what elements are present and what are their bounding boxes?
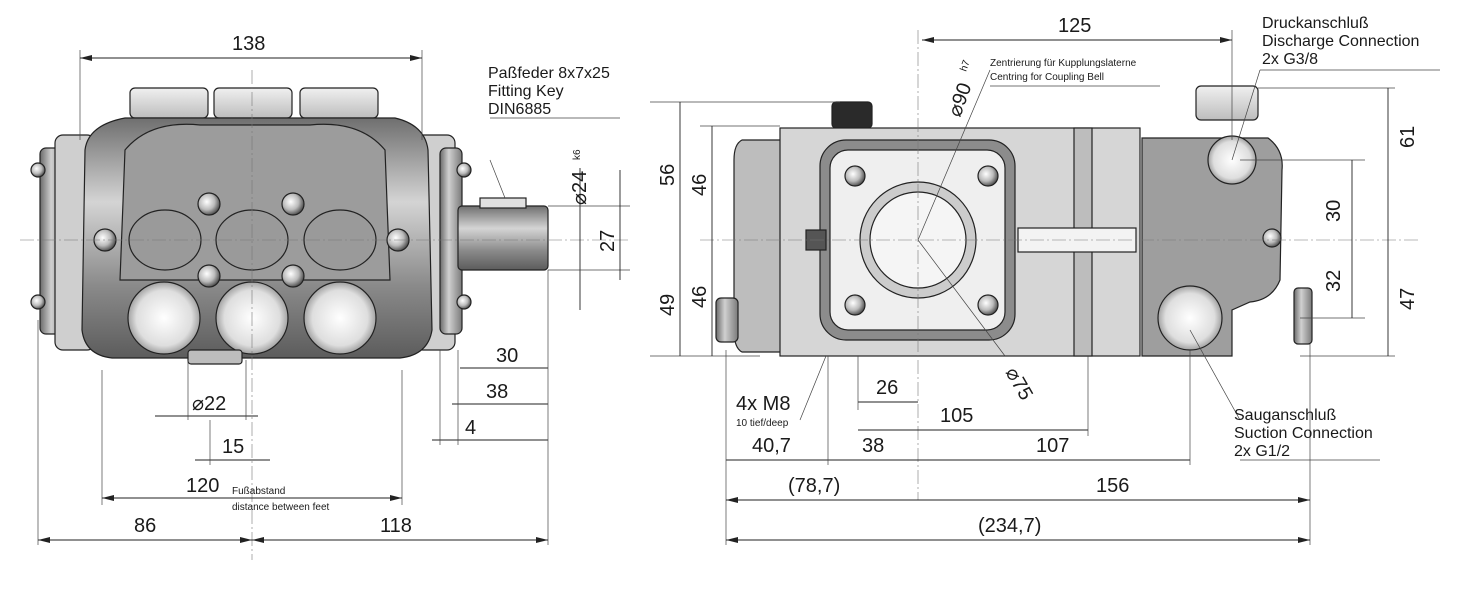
- discharge-size: 2x G3/8: [1262, 51, 1318, 68]
- oil-dipstick: [831, 101, 873, 129]
- feet-distance-120: 120: [186, 475, 219, 497]
- shaft-diameter: ⌀24: [569, 171, 591, 205]
- dim-156: 156: [1096, 475, 1129, 497]
- suction-port: [1157, 285, 1223, 351]
- front-dimensions: [37, 50, 630, 545]
- bolt-left-lower: [30, 294, 46, 310]
- thread-depth: 10 tief/deep: [736, 418, 789, 429]
- shaft-len-38: 38: [486, 381, 508, 403]
- bolt-left-upper: [30, 162, 46, 178]
- side-dimensions: [650, 30, 1440, 545]
- screw-3: [197, 264, 221, 288]
- screw-1: [197, 192, 221, 216]
- left-offset-86: 86: [134, 515, 156, 537]
- suction-label-de: Sauganschluß: [1234, 407, 1337, 424]
- inlet-diameter: ⌀22: [192, 393, 226, 415]
- key-label-de: Paßfeder 8x7x25: [488, 65, 610, 82]
- shaft-len-4: 4: [465, 417, 476, 439]
- shaft-height-27: 27: [597, 230, 619, 252]
- flange-bolt-4: [977, 294, 999, 316]
- top-bolt-1: [129, 87, 209, 119]
- side-view: [700, 30, 1420, 500]
- dim-56: 56: [657, 164, 679, 186]
- discharge-label-en: Discharge Connection: [1262, 33, 1419, 50]
- flange-diameter: ⌀75: [1001, 364, 1037, 405]
- suction-port-1: [127, 281, 201, 355]
- thread-label: 4x M8: [736, 393, 790, 415]
- flange-bolt-3: [844, 294, 866, 316]
- dim-46-lower: 46: [689, 286, 711, 308]
- screw-2: [281, 192, 305, 216]
- dim-78-7: (78,7): [788, 475, 840, 497]
- discharge-label-de: Druckanschluß: [1262, 15, 1369, 32]
- side-small-port: [1262, 228, 1282, 248]
- dim-40-7: 40,7: [752, 435, 791, 457]
- suction-label-en: Suction Connection: [1234, 425, 1373, 442]
- feet-label-en: distance between feet: [232, 502, 330, 513]
- foot-pad: [187, 349, 243, 365]
- dim-105: 105: [940, 405, 973, 427]
- centering-tolerance: h7: [958, 58, 972, 73]
- feet-label-de: Fußabstand: [232, 486, 285, 497]
- screw-4: [281, 264, 305, 288]
- right-bolt: [1293, 287, 1313, 345]
- right-offset-118: 118: [380, 515, 412, 537]
- centering-label-de: Zentrierung für Kupplungslaterne: [990, 58, 1137, 69]
- dim-32: 32: [1323, 270, 1345, 292]
- key-label-en: Fitting Key: [488, 83, 564, 100]
- shaft-len-30: 30: [496, 345, 518, 367]
- dim-61: 61: [1397, 126, 1419, 148]
- side-length-125: 125: [1058, 15, 1091, 37]
- flange-bolt-1: [844, 165, 866, 187]
- dim-46-upper: 46: [689, 174, 711, 196]
- top-bolt-2: [213, 87, 293, 119]
- bolt-right-lower: [456, 294, 472, 310]
- dim-107: 107: [1036, 435, 1069, 457]
- fitting-key: [479, 197, 527, 209]
- key-label-din: DIN6885: [488, 101, 551, 118]
- dim-26: 26: [876, 377, 898, 399]
- dim-49: 49: [657, 294, 679, 316]
- dim-30-right: 30: [1323, 200, 1345, 222]
- bolt-right-upper: [456, 162, 472, 178]
- shaft-tolerance: k6: [572, 149, 583, 160]
- dim-47: 47: [1397, 288, 1419, 310]
- front-width-138: 138: [232, 33, 265, 55]
- side-bolt: [715, 297, 739, 343]
- front-view: [20, 70, 630, 560]
- centering-label-en: Centring for Coupling Bell: [990, 72, 1104, 83]
- flange-bolt-2: [977, 165, 999, 187]
- dim-38-side: 38: [862, 435, 884, 457]
- dim-234-7: (234,7): [978, 515, 1041, 537]
- suction-size: 2x G1/2: [1234, 443, 1290, 460]
- discharge-plug: [1195, 85, 1259, 121]
- drive-shaft: [457, 205, 549, 271]
- suction-port-3: [303, 281, 377, 355]
- inlet-spacing-15: 15: [222, 436, 244, 458]
- top-bolt-3: [299, 87, 379, 119]
